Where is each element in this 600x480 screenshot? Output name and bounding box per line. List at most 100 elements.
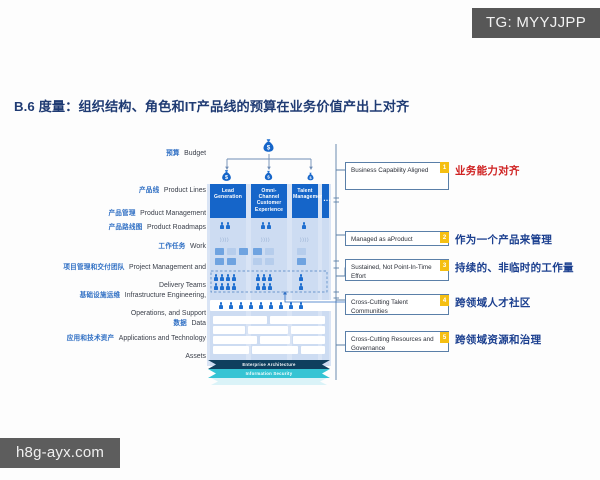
enterprise-architecture-band: Enterprise Architecture bbox=[208, 360, 330, 369]
application-brick bbox=[260, 336, 290, 344]
data-brick bbox=[270, 316, 325, 324]
callout-box-5[interactable]: Cross-Cutting Resources and Governance bbox=[345, 331, 449, 352]
callout-box-2[interactable]: Managed as aProduct bbox=[345, 231, 449, 246]
telegram-watermark: TG: MYYJJPP bbox=[472, 8, 600, 38]
svg-text:$: $ bbox=[267, 174, 270, 179]
person-icon bbox=[299, 283, 303, 290]
roadmap-marker-col2: )))) bbox=[261, 237, 271, 242]
person-icon bbox=[226, 274, 230, 281]
person-icon bbox=[268, 274, 272, 281]
money-bag-icon-col1: $ bbox=[220, 169, 233, 182]
delivery-team-col1-row1 bbox=[214, 274, 236, 281]
work-chip bbox=[297, 248, 306, 255]
person-icon bbox=[261, 222, 265, 229]
label-data: 数据 Data bbox=[58, 312, 206, 330]
label-en: Product Lines bbox=[163, 187, 206, 194]
label-cn: 项目管理和交付团队 bbox=[63, 264, 125, 271]
person-icon bbox=[232, 274, 236, 281]
person-icon bbox=[299, 274, 303, 281]
infrastructure-people bbox=[219, 302, 303, 309]
label-product-management: 产品管理 Product Management bbox=[58, 202, 206, 220]
information-security-band: Information Security bbox=[208, 369, 330, 378]
budget-connector-lines bbox=[225, 154, 313, 170]
work-chip bbox=[265, 258, 274, 265]
product-line-panel: Lead Generation Omni-Channel Customer Ex… bbox=[207, 184, 332, 366]
application-brick bbox=[213, 336, 257, 344]
person-icon bbox=[267, 222, 271, 229]
label-project-management: 项目管理和交付团队 Project Management and Deliver… bbox=[58, 256, 206, 292]
product-management-people-col2 bbox=[261, 222, 271, 229]
data-brick bbox=[213, 326, 245, 334]
person-icon bbox=[229, 302, 233, 309]
work-chip bbox=[253, 258, 262, 265]
application-brick bbox=[301, 346, 325, 354]
callout-box-1[interactable]: Business Capability Aligned bbox=[345, 162, 449, 190]
svg-text:$: $ bbox=[267, 144, 271, 151]
data-brick bbox=[291, 326, 325, 334]
delivery-team-col2-row1 bbox=[256, 274, 272, 281]
work-chip bbox=[215, 258, 224, 265]
application-brick bbox=[293, 336, 325, 344]
application-brick bbox=[252, 346, 298, 354]
column-header-talent-management[interactable]: Talent Management bbox=[292, 184, 325, 218]
callout-number-1: 1 bbox=[440, 162, 449, 173]
callout-number-5: 5 bbox=[440, 332, 449, 343]
label-cn: 产品路线图 bbox=[108, 224, 143, 231]
label-cn: 产品管理 bbox=[108, 210, 136, 217]
column-header-omni-channel[interactable]: Omni-Channel Customer Experience bbox=[251, 184, 287, 218]
callout-box-3[interactable]: Sustained, Not Point-In-Time Effort bbox=[345, 259, 449, 281]
person-icon bbox=[269, 302, 273, 309]
label-en: Product Roadmaps bbox=[147, 224, 206, 231]
person-icon bbox=[249, 302, 253, 309]
delivery-team-col1-row2 bbox=[214, 283, 236, 290]
callout-cn-2: 作为一个产品来管理 bbox=[455, 234, 553, 246]
callout-number-3: 3 bbox=[440, 260, 449, 271]
callout-cn-4: 跨领域人才社区 bbox=[455, 297, 531, 309]
callout-number-4: 4 bbox=[440, 295, 449, 306]
data-brick bbox=[213, 316, 267, 324]
label-product-roadmaps: 产品路线图 Product Roadmaps bbox=[58, 216, 206, 234]
label-work: 工作任务 Work bbox=[58, 235, 206, 253]
column-header-lead-generation[interactable]: Lead Generation bbox=[210, 184, 246, 218]
person-icon bbox=[220, 274, 224, 281]
left-label-column: 预算 Budget 产品线 Product Lines 产品管理 Product… bbox=[58, 140, 206, 370]
money-bag-icon-col3: $ bbox=[306, 172, 315, 181]
label-infrastructure: 基础设施运维 Infrastructure Engineering, Opera… bbox=[58, 284, 206, 320]
page-title: B.6 度量：组织结构、角色和IT产品线的预算在业务价值产出上对齐 bbox=[14, 99, 410, 114]
person-icon bbox=[232, 283, 236, 290]
person-icon bbox=[279, 302, 283, 309]
data-brick bbox=[248, 326, 288, 334]
label-cn: 工作任务 bbox=[158, 243, 186, 250]
site-watermark: h8g-ayx.com bbox=[0, 438, 121, 468]
label-en: Project Management and Delivery Teams bbox=[129, 264, 206, 289]
callout-box-4[interactable]: Cross-Cutting Talent Communities bbox=[345, 294, 449, 315]
person-icon bbox=[299, 302, 303, 309]
person-icon bbox=[239, 302, 243, 309]
budget-allocation-row: $ $ $ $ bbox=[205, 136, 333, 184]
delivery-team-col3-row2 bbox=[299, 283, 303, 290]
callout-cn-3: 持续的、非临时的工作量 bbox=[455, 262, 574, 274]
band-shadow bbox=[211, 378, 327, 385]
delivery-team-col3-row1 bbox=[299, 274, 303, 281]
person-icon bbox=[262, 283, 266, 290]
person-icon bbox=[256, 283, 260, 290]
roadmap-marker-col3: )))) bbox=[300, 237, 310, 242]
money-bag-icon-total: $ bbox=[261, 138, 276, 153]
label-en: Budget bbox=[184, 150, 206, 157]
cross-cutting-talent-dashed-box bbox=[210, 270, 328, 293]
person-icon bbox=[289, 302, 293, 309]
person-icon bbox=[220, 283, 224, 290]
svg-text:$: $ bbox=[309, 176, 312, 180]
work-chip bbox=[215, 248, 224, 255]
product-line-column-4 bbox=[322, 184, 329, 366]
person-icon bbox=[226, 283, 230, 290]
work-chip bbox=[227, 248, 236, 255]
work-chip bbox=[239, 248, 248, 255]
column-header-more[interactable]: … bbox=[322, 184, 331, 218]
person-icon bbox=[268, 283, 272, 290]
label-cn: 产品线 bbox=[139, 187, 160, 194]
person-icon bbox=[214, 274, 218, 281]
work-chip bbox=[227, 258, 236, 265]
person-icon bbox=[259, 302, 263, 309]
work-chip bbox=[297, 258, 306, 265]
